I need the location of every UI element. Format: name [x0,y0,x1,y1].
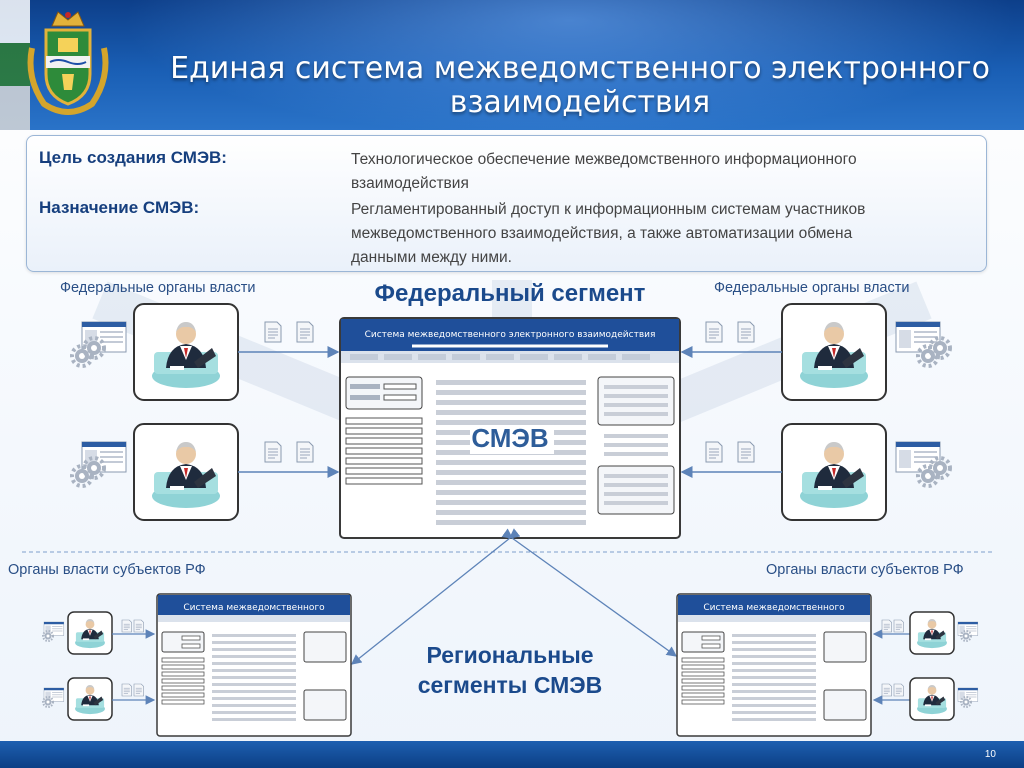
federal-segment-title: Федеральный сегмент [374,280,646,307]
header-glow [120,0,1020,130]
document-icon [133,683,144,697]
document-icon [893,619,904,633]
regional-right-smev-window: Система межведомственного [676,593,872,737]
regional-connectors [350,528,678,665]
regional-title-line-2: сегменты СМЭВ [417,672,603,698]
title-line-2: взаимодействия [449,85,711,120]
federal-left-label: Федеральные органы власти [60,280,256,296]
regional-right-window-title: Система межведомственного [703,603,845,613]
header-banner: Единая система межведомственного электро… [0,0,1024,130]
regional-left-window-title: Система межведомственного [183,603,325,613]
regional-left-arrows [112,629,156,705]
info-panel: Цель создания СМЭВ: Технологическое обес… [26,135,987,272]
document-icon [296,441,314,463]
document-icon [737,441,755,463]
regional-left-label: Органы власти субъектов РФ [8,562,206,578]
page-number: 10 [984,749,996,760]
footer-bar [0,741,1024,768]
document-icon [705,321,723,343]
document-icon [705,441,723,463]
purpose-line-3: данными между ними. [351,249,512,266]
goal-value: Технологическое обеспечение межведомстве… [351,148,971,196]
document-icon [264,321,282,343]
federal-official-top-left [133,303,239,401]
federal-systems-right [895,321,952,488]
document-icon [264,441,282,463]
federal-smev-window: Система межведомственного электронного в… [339,317,681,539]
purpose-value: Регламентированный доступ к информационн… [351,198,971,270]
regional-right-officials [881,611,979,721]
document-icon [881,619,892,633]
goal-line-2: взаимодействия [351,175,469,192]
document-icon [296,321,314,343]
purpose-line-1: Регламентированный доступ к информационн… [351,201,866,218]
purpose-label: Назначение СМЭВ: [39,198,200,217]
federal-right-label: Федеральные органы власти [714,280,910,296]
purpose-line-2: межведомственного взаимодействия, а такж… [351,225,853,242]
coat-of-arms-icon [27,11,109,116]
document-icon [121,619,132,633]
flag-strip [0,0,30,130]
document-icon [893,683,904,697]
regional-left-smev-window: Система межведомственного [156,593,352,737]
regional-right-arrows [872,629,910,705]
federal-official-top-right [781,303,887,401]
document-icon [881,683,892,697]
federal-arrows [238,346,782,478]
federal-systems-left [70,321,127,488]
document-icon [737,321,755,343]
federal-official-bottom-left [133,423,239,521]
federal-official-bottom-right [781,423,887,521]
document-icon [133,619,144,633]
title-line-1: Единая система межведомственного электро… [170,51,990,86]
document-icon [121,683,132,697]
regional-left-officials [42,611,144,721]
federal-window-title: Система межведомственного электронного в… [365,330,656,340]
federal-smev-label: СМЭВ [471,423,548,453]
regional-right-label: Органы власти субъектов РФ [766,562,964,578]
page-title: Единая система межведомственного электро… [150,52,1010,120]
goal-line-1: Технологическое обеспечение межведомстве… [351,151,857,168]
goal-label: Цель создания СМЭВ: [39,148,227,167]
